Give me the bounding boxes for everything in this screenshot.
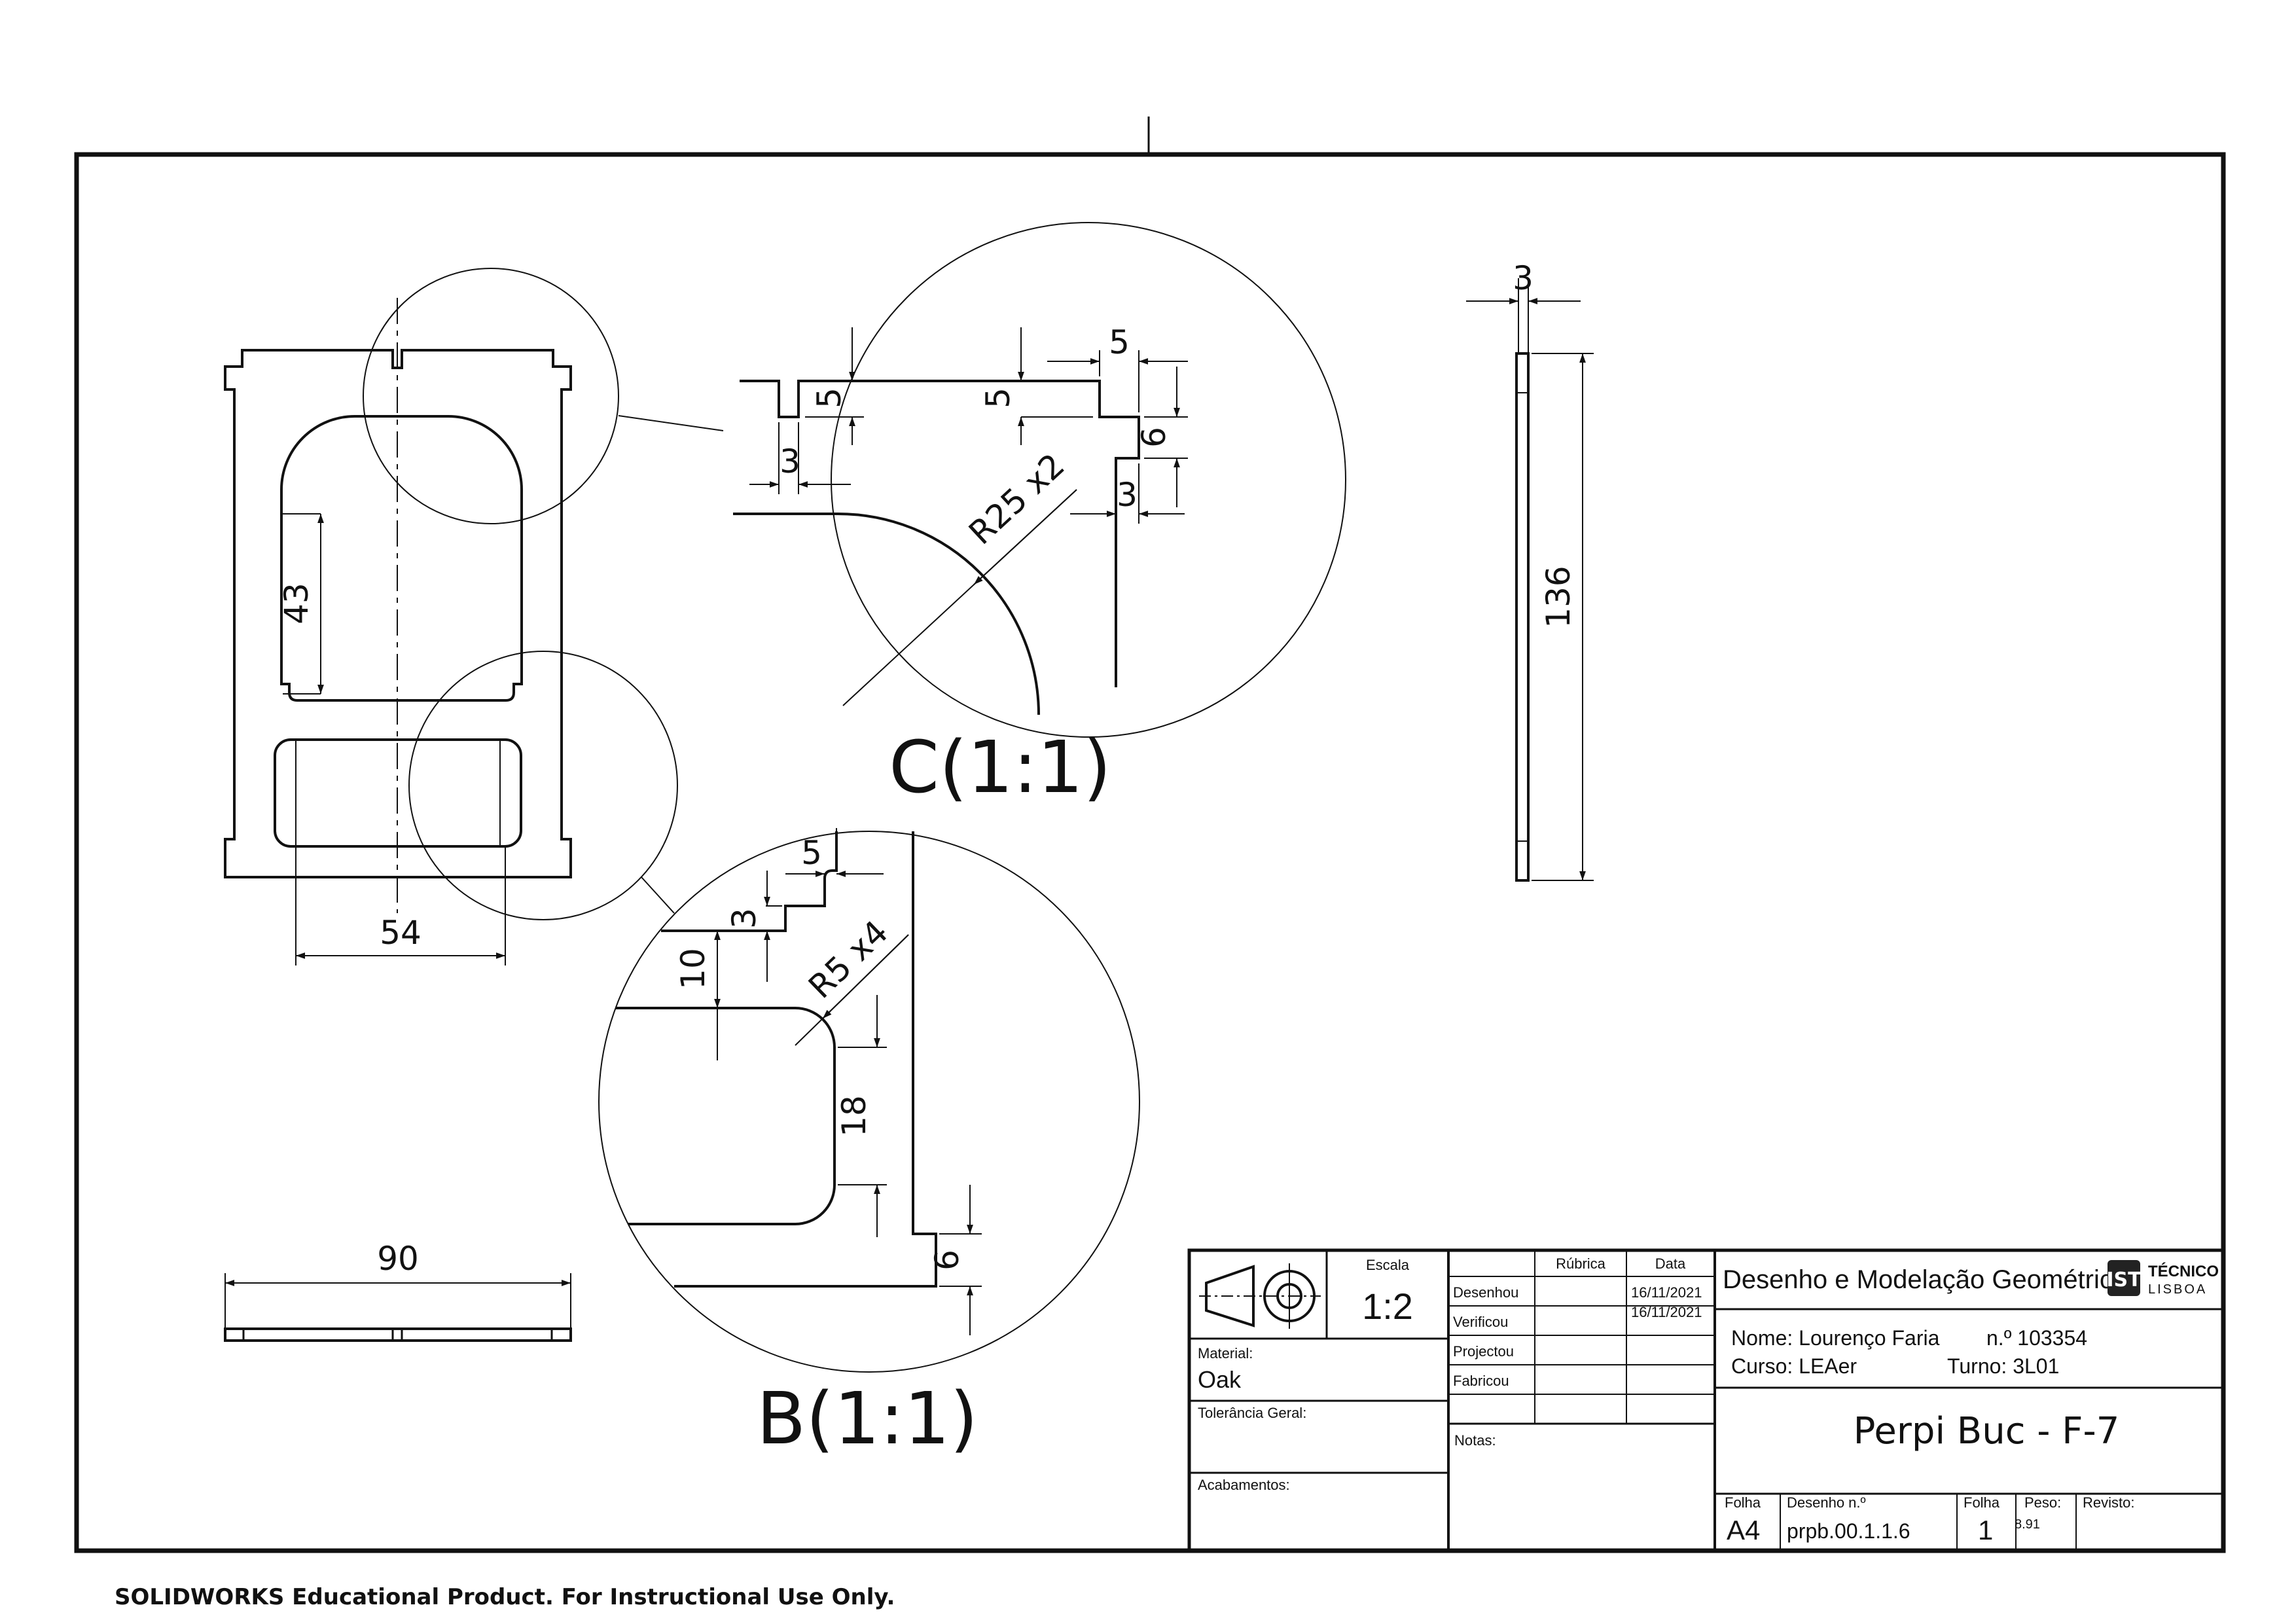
sheet-number: 1 — [1978, 1515, 1993, 1545]
weight-value: 8.91 — [2015, 1517, 2040, 1532]
detail-b-view: 5 3 10 18 6 R5 x4 B(1:1) — [598, 828, 1140, 1460]
detail-c-view: 5 3 5 5 6 3 R25 x2 C(1:1) — [733, 222, 1346, 809]
tecnico-logo-icon: IST TÉCNICO LISBOA — [2106, 1260, 2219, 1297]
label-verificou: Verificou — [1453, 1314, 1508, 1330]
sheet-size: A4 — [1727, 1515, 1760, 1545]
dim-b-radius: R5 x4 — [801, 913, 895, 1006]
label-fabricou: Fabricou — [1453, 1373, 1509, 1389]
title-block: Escala 1:2 Material: Oak Tolerância Gera… — [1187, 1248, 2225, 1553]
bottom-outline — [224, 1327, 572, 1342]
dim-c-slot-width: 3 — [780, 442, 800, 480]
svg-text:IST: IST — [2106, 1269, 2142, 1291]
label-projectou: Projectou — [1453, 1343, 1514, 1360]
dim-c-step-width: 3 — [1117, 476, 1138, 514]
detail-b-top-edge — [661, 831, 838, 932]
arched-hole — [280, 415, 523, 702]
dim-b-edge-height: 6 — [928, 1250, 966, 1271]
student-number: n.º 103354 — [1986, 1326, 2087, 1350]
label-rubrica: Rúbrica — [1556, 1255, 1606, 1272]
detail-c-leader — [618, 415, 724, 431]
detail-b-circle — [408, 651, 678, 920]
label-data: Data — [1655, 1255, 1686, 1272]
label-acabamentos: Acabamentos: — [1198, 1477, 1290, 1493]
drawing-border — [74, 152, 2226, 1553]
solidworks-footer: SOLIDWORKS Educational Product. For Inst… — [115, 1584, 895, 1610]
scale-value: 1:2 — [1362, 1286, 1413, 1327]
material-value: Oak — [1198, 1366, 1242, 1393]
detail-c-arc — [733, 513, 1040, 715]
dim-hole-height: 43 — [278, 583, 315, 624]
dim-b-hole-height: 18 — [835, 1095, 873, 1137]
dim-slot-width: 54 — [380, 914, 422, 952]
detail-c-label: C(1:1) — [889, 725, 1111, 809]
detail-c-boundary — [831, 222, 1346, 738]
side-outline — [1515, 352, 1530, 882]
label-escala: Escala — [1366, 1257, 1410, 1273]
dim-c-notch-width: 5 — [1109, 323, 1130, 361]
label-desenhou: Desenhou — [1453, 1284, 1518, 1301]
dim-b-step-height: 3 — [725, 908, 763, 929]
label-folha-size: Folha — [1725, 1494, 1761, 1511]
label-peso: Peso: — [2024, 1494, 2061, 1511]
logo-text-top: TÉCNICO — [2148, 1262, 2219, 1280]
side-view: 3 136 — [1466, 259, 1594, 882]
turno: Turno: 3L01 — [1947, 1354, 2059, 1378]
verificou-date: 16/11/2021 — [1631, 1304, 1702, 1320]
dim-thickness: 3 — [1513, 259, 1534, 297]
label-notas: Notas: — [1454, 1432, 1496, 1449]
detail-c-circle — [363, 268, 619, 524]
detail-b-right-edge — [674, 831, 937, 1288]
dim-c-step-height: 6 — [1135, 427, 1173, 448]
dim-c-notch-depth: 5 — [979, 388, 1017, 408]
dim-c-radius: R25 x2 — [961, 446, 1071, 552]
bottom-view: 90 — [224, 1240, 572, 1342]
logo-text-bottom: LISBOA — [2148, 1282, 2207, 1297]
course-code: Curso: LEAer — [1731, 1354, 1857, 1378]
front-view: 43 54 — [224, 268, 724, 965]
dim-b-hole-offset: 10 — [674, 948, 712, 990]
detail-b-label: B(1:1) — [757, 1377, 978, 1460]
label-folha: Folha — [1964, 1494, 2000, 1511]
label-desenho-n: Desenho n.º — [1787, 1494, 1866, 1511]
front-outline — [224, 349, 572, 878]
projection-symbol-icon — [1199, 1263, 1321, 1329]
label-tolerancia: Tolerância Geral: — [1198, 1405, 1306, 1421]
dim-c-slot-depth: 5 — [810, 388, 848, 408]
dim-b-step-width: 5 — [801, 834, 822, 872]
course-title: Desenho e Modelação Geométrica — [1723, 1265, 2128, 1294]
drawing-number: prpb.00.1.1.6 — [1787, 1519, 1910, 1543]
label-revisto: Revisto: — [2083, 1494, 2134, 1511]
detail-c-top-edge — [740, 380, 1140, 687]
detail-b-hole — [615, 1007, 836, 1225]
label-material: Material: — [1198, 1345, 1253, 1362]
drawing-title: Perpi Buc - F-7 — [1854, 1410, 2120, 1453]
student-name: Nome: Lourenço Faria — [1731, 1326, 1940, 1350]
dim-overall-width: 90 — [377, 1240, 419, 1278]
dim-height: 136 — [1539, 566, 1577, 628]
detail-b-leader — [641, 876, 675, 914]
detail-b-boundary — [598, 831, 1140, 1373]
desenhou-date: 16/11/2021 — [1631, 1284, 1702, 1301]
